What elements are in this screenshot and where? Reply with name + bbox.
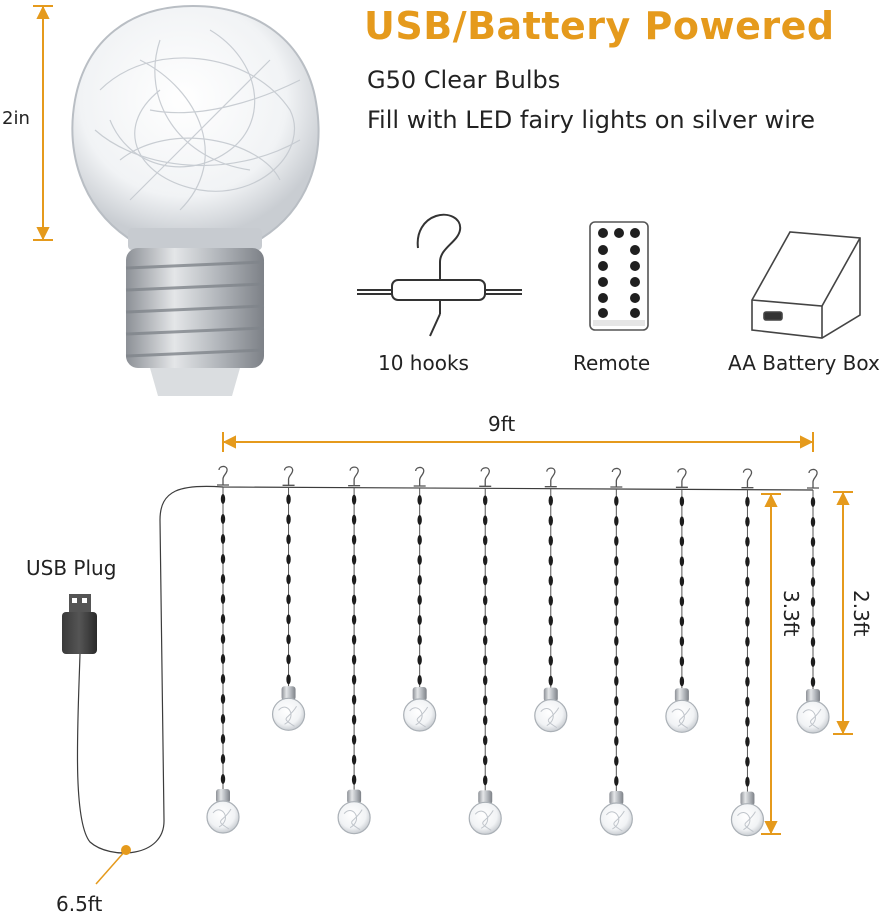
headline: USB/Battery Powered <box>364 4 835 48</box>
subtitle-bulbs: G50 Clear Bulbs <box>367 66 561 94</box>
large-bulb-illustration <box>71 4 320 396</box>
remote-illustration <box>589 221 649 331</box>
battery-box-label: AA Battery Box <box>728 351 880 375</box>
strand-1 <box>206 465 240 834</box>
bulb-height-arrow <box>33 5 53 241</box>
strand-6 <box>534 467 568 733</box>
width-label: 9ft <box>488 412 516 436</box>
strand-4 <box>403 466 437 732</box>
width-arrow <box>222 432 814 452</box>
remote-label: Remote <box>573 351 651 375</box>
usb-plug-label: USB Plug <box>26 556 117 580</box>
strand-5 <box>468 467 502 835</box>
strand-8 <box>665 468 699 733</box>
light-strands <box>206 465 830 837</box>
strand-10 <box>796 468 830 734</box>
bulb-height-label: 2in <box>2 108 30 129</box>
long-strand-arrow <box>761 493 781 835</box>
strand-3 <box>337 466 371 835</box>
usb-plug-illustration <box>62 594 97 654</box>
subtitle-fairy-lights: Fill with LED fairy lights on silver wir… <box>367 106 815 134</box>
long-strand-label: 3.3ft <box>779 590 803 637</box>
strand-7 <box>599 467 633 836</box>
strand-9 <box>730 468 765 837</box>
battery-box-illustration <box>751 231 861 339</box>
short-strand-arrow <box>833 491 853 735</box>
hook-illustration <box>357 213 522 337</box>
strand-2 <box>271 466 306 731</box>
hooks-label: 10 hooks <box>378 351 469 375</box>
lead-wire <box>76 485 814 854</box>
short-strand-label: 2.3ft <box>849 590 873 637</box>
lead-wire-label: 6.5ft <box>56 892 103 916</box>
lead-wire-pointer <box>95 849 127 885</box>
